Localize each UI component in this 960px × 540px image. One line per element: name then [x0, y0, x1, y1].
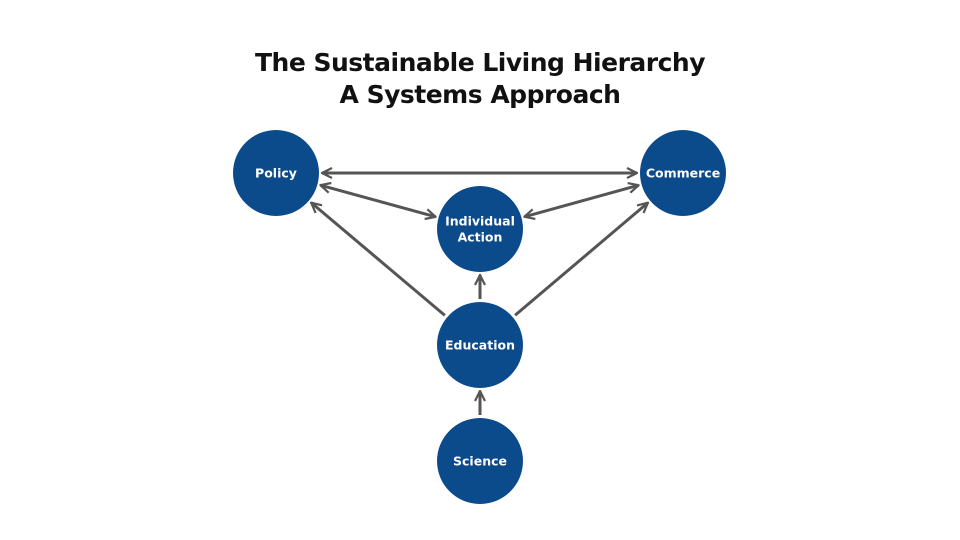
- node-science: Science: [437, 418, 523, 504]
- node-policy: Policy: [233, 130, 319, 216]
- node-label: Individual: [445, 214, 515, 229]
- node-label: Education: [445, 338, 515, 353]
- node-circle: [437, 418, 523, 504]
- diagram-title-line-1: The Sustainable Living Hierarchy: [254, 48, 706, 77]
- arrow-individual-to-commerce: [524, 185, 638, 217]
- node-label: Science: [453, 454, 507, 469]
- node-label: Action: [458, 230, 503, 245]
- node-label: Commerce: [646, 166, 720, 181]
- node-circle: [437, 302, 523, 388]
- arrow-education-to-policy: [311, 203, 446, 317]
- node-commerce: Commerce: [640, 130, 726, 216]
- node-label: Policy: [255, 166, 297, 181]
- diagram-title-line-2: A Systems Approach: [339, 80, 621, 109]
- node-circle: [437, 186, 523, 272]
- node-circle: [233, 130, 319, 216]
- arrow-education-to-commerce: [514, 203, 648, 317]
- node-circle: [640, 130, 726, 216]
- node-education: Education: [437, 302, 523, 388]
- arrow-policy-to-individual: [320, 185, 435, 217]
